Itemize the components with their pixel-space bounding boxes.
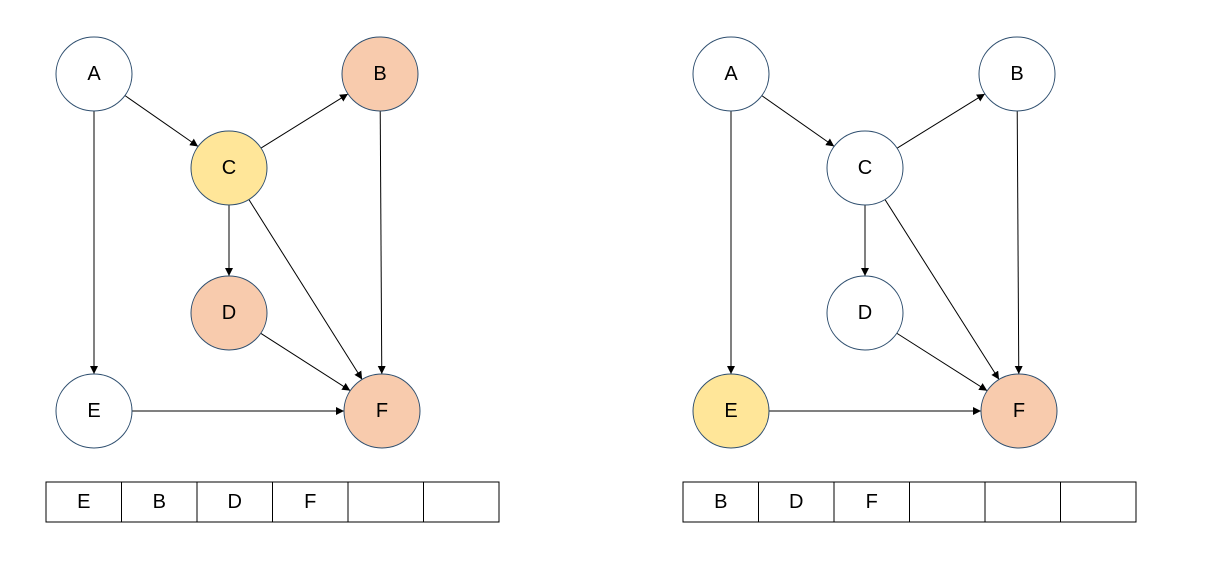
queue-cell-box — [909, 481, 986, 523]
node-d: D — [826, 275, 904, 351]
node-circle — [826, 130, 904, 206]
node-f: F — [343, 373, 421, 449]
queue-cell: E — [45, 481, 122, 523]
node-circle — [692, 36, 770, 112]
node-label: D — [858, 302, 872, 324]
node-circle — [190, 130, 268, 206]
queue-cell: D — [196, 481, 273, 523]
node-a: A — [55, 36, 133, 112]
edge-b-to-f — [377, 110, 386, 375]
edge-c-to-b — [896, 93, 986, 149]
queue-cell-label: B — [714, 491, 727, 513]
node-f: F — [980, 373, 1058, 449]
node-label: D — [222, 302, 236, 324]
queue-cell: B — [682, 481, 759, 523]
node-c: C — [826, 130, 904, 206]
node-e: E — [55, 373, 133, 449]
node-label: C — [222, 157, 236, 179]
node-b: B — [341, 36, 419, 112]
node-circle — [978, 36, 1056, 112]
queue-cell — [423, 481, 500, 523]
queue-cell-label: D — [228, 491, 242, 513]
edge-c-to-f — [884, 199, 1000, 380]
queue-cell-box — [423, 481, 500, 523]
queue-cell-box — [984, 481, 1061, 523]
node-label: E — [724, 400, 737, 422]
graph-diagram-right: A B C D E F B D F — [682, 36, 1137, 523]
node-circle — [55, 373, 133, 449]
edge-a-to-c — [124, 95, 199, 147]
edge-c-to-b — [260, 93, 349, 149]
node-circle — [343, 373, 421, 449]
queue-cell-box — [272, 481, 349, 523]
queue-cell-box — [196, 481, 273, 523]
edge-c-to-f — [248, 199, 363, 380]
node-label: F — [376, 400, 388, 422]
queue-cell — [909, 481, 986, 523]
queue-cell: F — [272, 481, 349, 523]
queue-cell — [984, 481, 1061, 523]
node-label: C — [858, 157, 872, 179]
node-label: A — [724, 63, 738, 85]
node-label: B — [373, 63, 386, 85]
node-circle — [980, 373, 1058, 449]
node-label: B — [1010, 63, 1023, 85]
queue-cell-label: F — [866, 491, 878, 513]
node-label: F — [1013, 400, 1025, 422]
node-c: C — [190, 130, 268, 206]
queue-cell: B — [121, 481, 198, 523]
node-a: A — [692, 36, 770, 112]
graph-diagram-left: A B C D E F E B D F — [45, 36, 500, 523]
node-label: A — [87, 63, 101, 85]
node-circle — [341, 36, 419, 112]
queue-cell-label: E — [77, 491, 90, 513]
edge-a-to-c — [761, 95, 835, 147]
node-circle — [190, 275, 268, 351]
edge-d-to-f — [260, 332, 351, 392]
node-b: B — [978, 36, 1056, 112]
queue-cell: F — [833, 481, 910, 523]
queue-cell-label: B — [153, 491, 166, 513]
queue-cell-box — [1060, 481, 1137, 523]
node-label: E — [87, 400, 100, 422]
edge-d-to-f — [896, 332, 988, 392]
queue-cell-box — [758, 481, 835, 523]
queue-cell-box — [833, 481, 910, 523]
queue-cell-label: D — [789, 491, 803, 513]
node-e: E — [692, 373, 770, 449]
queue-cell-box — [682, 481, 759, 523]
queue-cell — [1060, 481, 1137, 523]
queue-cell-box — [347, 481, 424, 523]
edge-b-to-f — [1014, 110, 1023, 375]
queue-cell: D — [758, 481, 835, 523]
queue-cell-label: F — [304, 491, 316, 513]
node-circle — [692, 373, 770, 449]
queue-cell — [347, 481, 424, 523]
node-d: D — [190, 275, 268, 351]
node-circle — [55, 36, 133, 112]
node-circle — [826, 275, 904, 351]
